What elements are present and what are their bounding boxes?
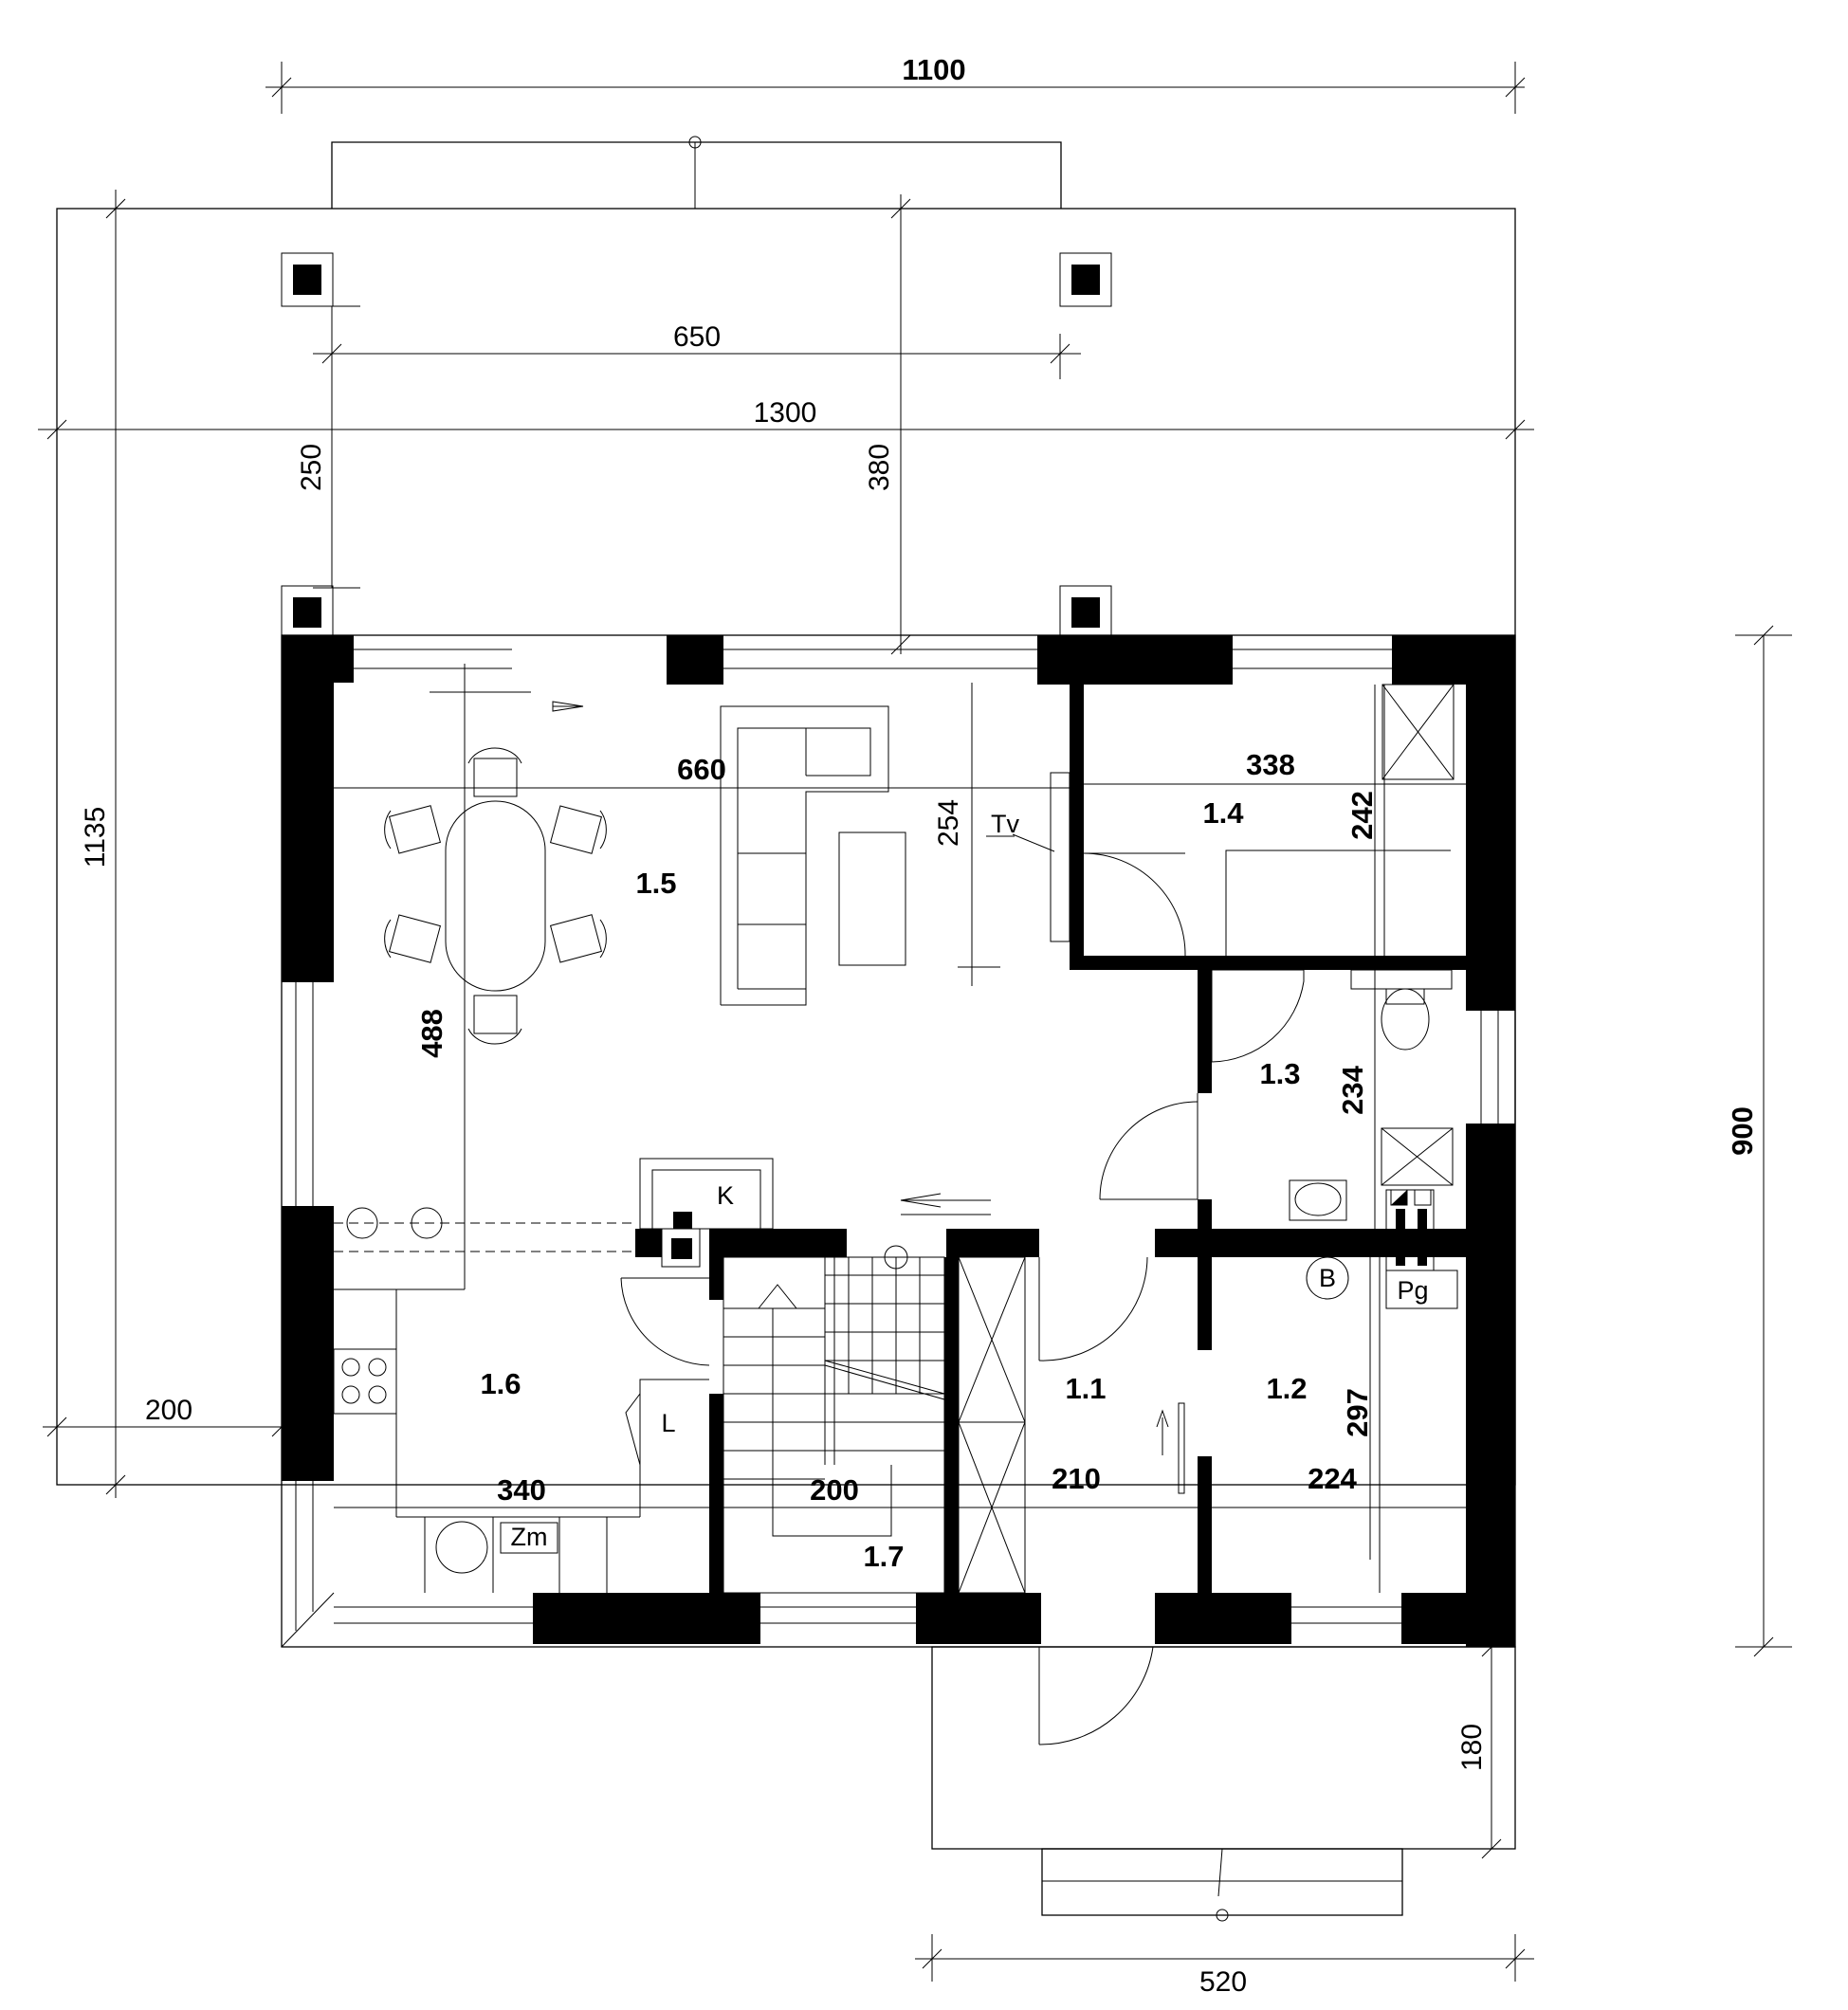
room-1-1: 1.1	[1065, 1372, 1106, 1405]
dim-roof-width: 1300	[754, 397, 817, 429]
dim-stair-width: 200	[810, 1473, 859, 1507]
dim-overall-width: 1100	[902, 53, 965, 86]
dim-left-overhang: 200	[145, 1395, 192, 1426]
staircase	[723, 1245, 945, 1594]
boiler-room-fixtures	[1306, 1189, 1458, 1560]
dim-hall-width: 210	[1052, 1462, 1101, 1495]
room-1-7: 1.7	[863, 1540, 904, 1573]
room-1-5: 1.5	[635, 867, 676, 900]
kitchen-counter	[333, 664, 709, 1593]
dim-terrace-380: 380	[864, 444, 895, 491]
fireplace	[639, 1158, 774, 1268]
dimension-lines	[38, 62, 1792, 1982]
label-tv: Tv	[991, 810, 1019, 838]
dim-room12-depth: 297	[1341, 1388, 1374, 1437]
dim-tv-depth: 254	[933, 799, 964, 847]
dim-room14-depth: 242	[1345, 791, 1379, 840]
room-1-3: 1.3	[1259, 1057, 1300, 1090]
dim-house-depth: 900	[1726, 1106, 1759, 1156]
dim-pillar-span: 650	[673, 321, 721, 353]
room-1-6: 1.6	[480, 1367, 521, 1400]
roof-outline	[56, 141, 1516, 1486]
dining-chairs	[384, 747, 607, 1045]
entrance-porch	[931, 1646, 1516, 1922]
label-fireplace: K	[717, 1181, 734, 1210]
window-frames	[281, 634, 1516, 1648]
dim-terrace-250: 250	[296, 444, 327, 491]
fixture-labels: Tv K B Pg L Zm	[511, 810, 1429, 1551]
dim-kitchen-width: 340	[497, 1473, 546, 1507]
dim-bath-depth: 234	[1336, 1065, 1369, 1114]
dim-entrance-depth: 180	[1456, 1724, 1488, 1771]
dim-overall-depth: 1135	[80, 807, 111, 868]
terrace-pillars	[281, 252, 1112, 640]
label-heater: Pg	[1397, 1276, 1428, 1305]
room14-fixtures	[1050, 684, 1455, 956]
label-fridge: L	[661, 1409, 675, 1437]
label-washer: Zm	[511, 1523, 548, 1551]
room-labels: 1.1 1.2 1.3 1.4 1.5 1.6 1.7	[480, 796, 1307, 1573]
dim-entrance-width: 520	[1199, 1966, 1247, 1998]
dim-room12-width: 224	[1308, 1462, 1357, 1495]
label-boiler: B	[1319, 1264, 1336, 1292]
room-1-2: 1.2	[1266, 1372, 1307, 1405]
exterior-walls	[282, 635, 1515, 1647]
dim-living-width: 660	[677, 753, 726, 786]
room-1-4: 1.4	[1202, 796, 1244, 830]
dim-living-depth: 488	[415, 1009, 448, 1058]
dimension-labels: 1100 650 1300 250 380 1135 900 200 180 5…	[80, 53, 1759, 1998]
interior-walls	[635, 685, 1466, 1593]
doors	[430, 691, 1198, 1745]
dim-room14-width: 338	[1246, 748, 1295, 781]
living-furniture	[384, 705, 1055, 1045]
hall-wardrobe	[958, 1256, 1026, 1594]
